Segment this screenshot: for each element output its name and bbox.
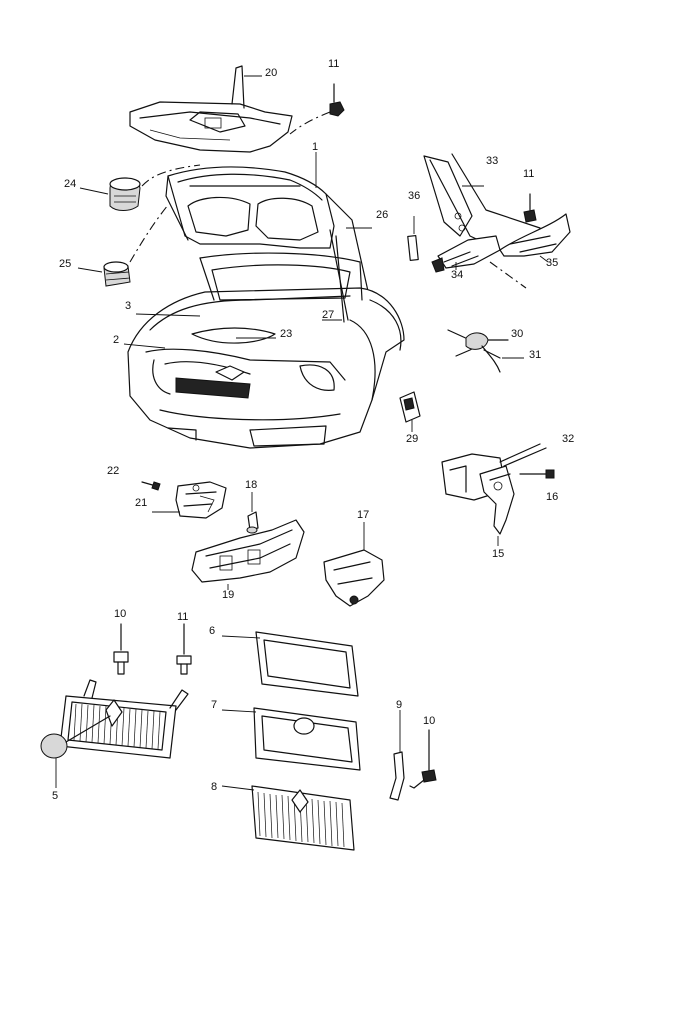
part-30-spring-clip [447,329,509,357]
part-35-hinge-cover [489,213,571,289]
part-10-bolt-grille [113,623,129,675]
callout-25: 25 [59,258,71,270]
callout-23: 23 [280,328,292,340]
car-front-body [127,252,405,449]
callout-32: 32 [562,433,574,445]
callout-10-grille: 10 [114,608,126,620]
callout-11-top: 11 [328,58,339,70]
part-grille-assembly [59,679,189,759]
callout-30: 30 [511,328,523,340]
callout-26: 26 [376,209,388,221]
callout-36: 36 [408,190,420,202]
part-11-bolt-grille [176,623,192,675]
part-18-clip [246,511,259,534]
part-10-bolt-strip [409,729,437,789]
part-8-grille-insert [251,785,355,851]
part-19-lock-carrier [191,519,305,583]
callout-9: 9 [396,699,402,711]
callout-labels: 1 2 3 5 6 7 8 9 10 10 11 11 11 15 16 17 … [52,58,574,802]
callout-8: 8 [211,781,217,793]
callout-15: 15 [492,548,504,560]
callout-22: 22 [107,465,119,477]
callout-33: 33 [486,155,498,167]
part-29-bracket [399,391,421,423]
part-32-release-cable [499,443,547,467]
callout-16: 16 [546,491,558,503]
callout-6: 6 [209,625,215,637]
part-27-prop-rod [335,235,345,323]
callout-2: 2 [113,334,119,346]
part-7-grille-seal [253,707,361,771]
callout-27: 27 [322,309,334,321]
callout-18: 18 [245,479,257,491]
part-17-bracket [323,549,385,607]
part-26-gas-strut [329,229,349,321]
callout-10-strip: 10 [423,715,435,727]
callout-20: 20 [265,67,277,79]
callout-17: 17 [357,509,369,521]
callout-29: 29 [406,433,418,445]
part-24-rubber-buffer [109,177,141,211]
part-1-bonnet [165,166,371,301]
part-25-rubber-buffer [103,261,131,287]
callout-5: 5 [52,790,58,802]
part-16-screw [519,469,555,479]
part-21-hood-lock [175,481,227,519]
part-11-bolt-top [289,83,345,135]
callout-7: 7 [211,699,217,711]
part-20-hood-cover [129,65,293,153]
callout-24: 24 [64,178,76,190]
part-34-hinge-bracket [431,235,501,273]
callout-34: 34 [451,269,463,281]
part-6-grille-frame [255,631,359,697]
part-11-bolt-hinge [523,193,537,223]
part-15-lock-mechanism [441,453,515,535]
part-31-wire-spring [481,345,501,373]
part-5-emblem [40,715,111,759]
callout-31: 31 [529,349,541,361]
callout-19: 19 [222,589,234,601]
callout-21: 21 [135,497,147,509]
part-36-clip [407,235,419,261]
part-22-screw [141,481,161,491]
part-9-strip [389,751,405,801]
callout-35: 35 [546,257,558,269]
callout-1: 1 [312,141,318,153]
callout-11-hinge: 11 [523,168,534,180]
callout-3: 3 [125,300,131,312]
callout-11-grille: 11 [177,611,188,623]
